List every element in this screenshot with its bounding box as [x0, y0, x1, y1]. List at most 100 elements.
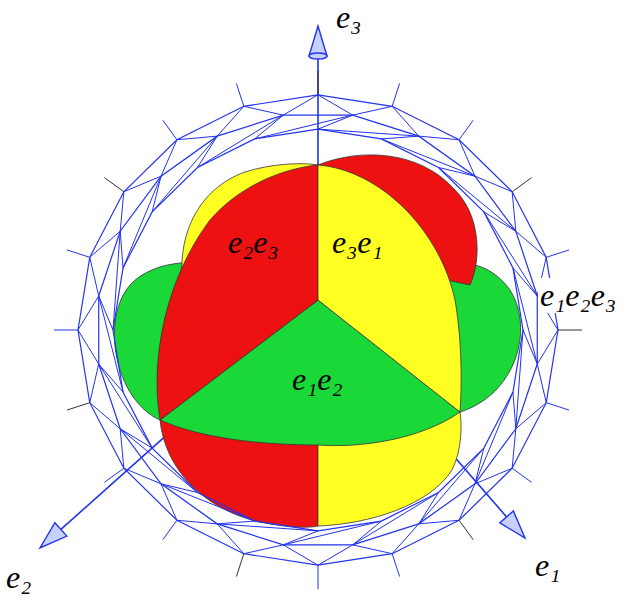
bivector-label: e₃e₁	[332, 225, 383, 260]
wire-spike	[459, 120, 473, 139]
wire-spike	[546, 403, 569, 410]
wire-strut	[513, 392, 516, 429]
axis-label: e₁	[535, 548, 560, 583]
wire-strut	[161, 140, 177, 176]
wire-strut	[537, 330, 558, 364]
wire-strut	[123, 176, 161, 268]
wire-spike	[392, 554, 399, 577]
wire-strut	[113, 231, 120, 330]
wire-strut	[217, 524, 318, 531]
wire-spike	[163, 120, 177, 139]
wire-strut	[318, 545, 353, 565]
axes	[61, 56, 507, 529]
wire-spike	[163, 520, 177, 539]
wire-strut	[120, 429, 124, 468]
pseudoscalar-label: e₁e₂e₃	[538, 278, 618, 313]
wire-strut	[217, 521, 254, 524]
wire-strut	[244, 545, 283, 554]
wire-spike	[236, 554, 243, 577]
wire-strut	[78, 296, 99, 330]
wire-spike	[459, 520, 473, 539]
wire-strut	[198, 115, 284, 167]
wire-strut	[177, 136, 217, 140]
wire-strut	[90, 403, 120, 429]
wire-strut	[318, 129, 419, 136]
wire-spike	[67, 403, 90, 410]
wire-strut	[217, 524, 244, 554]
wire-spike	[318, 71, 319, 95]
wire-strut	[353, 545, 392, 554]
wire-strut	[512, 192, 516, 231]
wire-strut	[353, 106, 392, 115]
wire-strut	[419, 136, 459, 140]
wire-strut	[381, 136, 418, 139]
wire-ring	[99, 115, 538, 545]
wire-spike	[104, 178, 123, 192]
wire-spike	[558, 330, 582, 331]
wire-strut	[484, 212, 516, 231]
wire-spike	[104, 468, 123, 482]
wire-strut	[177, 520, 217, 524]
wire-strut	[513, 268, 537, 296]
wire-strut	[475, 176, 512, 192]
wire-strut	[255, 115, 353, 139]
wire-strut	[244, 106, 283, 115]
wire-strut	[99, 296, 123, 392]
bivector-label: e₂e₃	[228, 225, 279, 260]
wire-strut	[152, 136, 217, 212]
wire-strut	[120, 192, 124, 231]
wire-strut	[283, 521, 381, 545]
wire-strut	[516, 231, 546, 257]
wire-strut	[353, 493, 439, 545]
wire-spike	[236, 83, 243, 106]
wire-strut	[484, 212, 537, 296]
wireframe	[54, 71, 582, 589]
wire-strut	[161, 484, 255, 521]
axis-arrowhead	[500, 511, 525, 538]
wire-strut	[90, 257, 99, 296]
wire-ring	[113, 129, 523, 531]
wire-spike	[67, 250, 90, 257]
axis-heads	[40, 26, 525, 548]
wire-strut	[513, 268, 537, 364]
wire-strut	[283, 545, 318, 565]
wire-strut	[419, 493, 439, 524]
wire-strut	[459, 484, 475, 520]
wire-strut	[438, 167, 515, 231]
wire-ring	[78, 95, 558, 565]
axis-arrowhead	[309, 53, 327, 59]
wire-strut	[99, 364, 152, 448]
wire-strut	[78, 330, 99, 364]
wire-spike	[392, 83, 399, 106]
wire-spike	[54, 330, 78, 331]
wire-strut	[419, 448, 484, 524]
axis-arrowhead	[40, 523, 67, 548]
axis-label: e₃	[336, 0, 361, 35]
wire-strut	[392, 106, 419, 136]
wire-strut	[475, 392, 513, 484]
axis-label: e₂	[6, 560, 31, 595]
wire-strut	[120, 429, 197, 493]
wire-strut	[419, 520, 459, 524]
wire-strut	[392, 524, 419, 554]
wire-strut	[120, 429, 152, 448]
axis-arrowhead	[309, 26, 327, 56]
wire-strut	[516, 330, 523, 429]
wire-strut	[537, 364, 546, 403]
wire-strut	[283, 95, 318, 115]
bivector-label: e₁e₂	[292, 362, 343, 397]
wire-strut	[512, 429, 516, 468]
wire-strut	[217, 106, 244, 136]
wire-strut	[90, 231, 120, 257]
wire-spike	[318, 565, 319, 589]
wire-spike	[512, 468, 531, 482]
wire-strut	[381, 139, 475, 176]
wire-strut	[90, 364, 99, 403]
wire-spike	[546, 250, 569, 257]
wire-spike	[512, 178, 531, 192]
wire-strut	[124, 468, 161, 484]
wire-strut	[318, 95, 353, 115]
wire-strut	[198, 136, 218, 167]
